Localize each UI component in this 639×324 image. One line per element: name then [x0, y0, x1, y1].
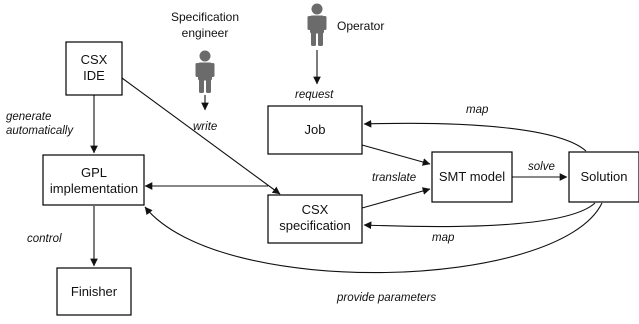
edge-solution-map-to-job — [363, 119, 587, 152]
edge-label-generate-1: generate — [6, 111, 51, 123]
actor-spec-engineer-line-1: Specification — [171, 10, 239, 24]
edge-label-write: write — [193, 121, 217, 133]
node-solution: Solution — [568, 151, 639, 203]
edge-ide-to-csx-spec — [121, 77, 281, 195]
actor-spec-engineer-line-2: engineer — [182, 26, 229, 40]
node-finisher-label: Finisher — [71, 284, 118, 299]
node-solution-label: Solution — [581, 169, 628, 184]
node-finisher: Finisher — [56, 267, 132, 316]
edge-solution-map-to-csx-spec — [363, 202, 596, 230]
edge-label-solve: solve — [528, 161, 555, 173]
edge-label-generate-2: automatically — [6, 125, 74, 137]
node-gpl-line-2: implementation — [50, 181, 138, 196]
node-gpl-implementation: GPL implementation — [42, 154, 145, 206]
node-csx-ide-line-2: IDE — [83, 68, 105, 83]
node-csx-ide: CSX IDE — [65, 41, 123, 96]
person-icon — [195, 50, 215, 93]
node-smt-label: SMT model — [439, 169, 505, 184]
person-icon — [307, 3, 327, 46]
node-job-label: Job — [305, 122, 326, 137]
node-gpl-line-1: GPL — [81, 165, 107, 180]
actor-operator-label: Operator — [337, 19, 384, 33]
edge-label-map-top: map — [466, 104, 489, 116]
edge-label-control: control — [27, 233, 62, 245]
edge-csx-spec-to-smt — [361, 187, 431, 209]
node-smt-model: SMT model — [431, 151, 513, 203]
edge-label-map-bottom: map — [432, 232, 455, 244]
edge-solution-provide-to-gpl — [144, 202, 603, 274]
edge-label-translate: translate — [372, 172, 416, 184]
edge-job-to-smt — [361, 144, 431, 166]
edge-label-provide-parameters: provide parameters — [336, 292, 436, 304]
node-job: Job — [267, 105, 363, 155]
node-csx-spec-line-1: CSX — [302, 202, 329, 217]
node-csx-specification: CSX specification — [267, 194, 363, 244]
node-csx-ide-line-1: CSX — [81, 52, 108, 67]
node-csx-spec-line-2: specification — [279, 218, 351, 233]
edge-label-request: request — [295, 89, 334, 101]
